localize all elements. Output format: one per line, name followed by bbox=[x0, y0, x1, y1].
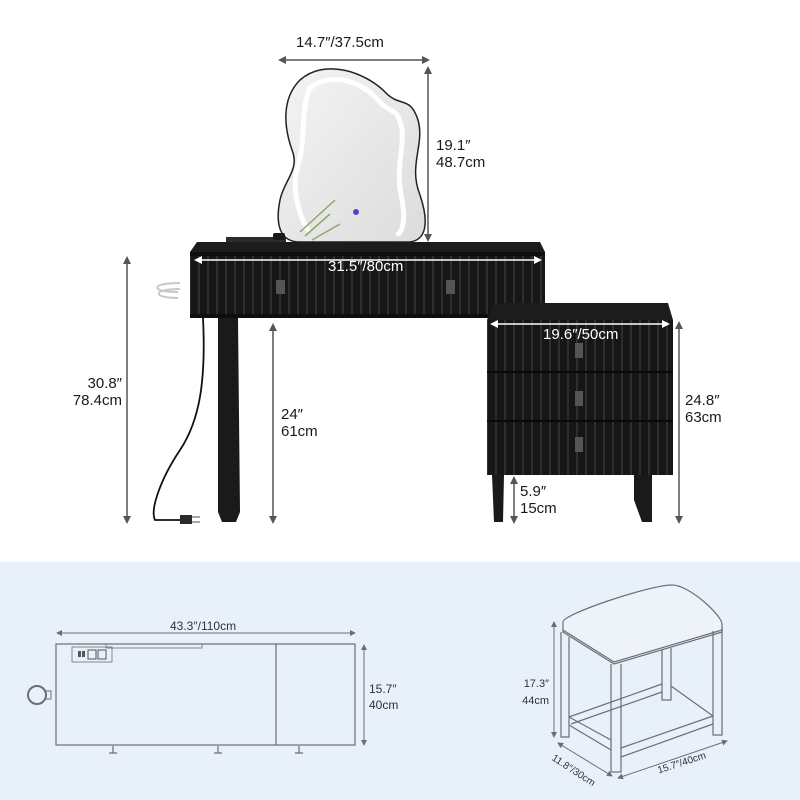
cabinet-height-label: 24.8″ 63cm bbox=[685, 392, 722, 426]
led-mirror bbox=[277, 68, 426, 243]
leg-height-inches: 24″ bbox=[281, 406, 303, 423]
hook-icon bbox=[27, 685, 47, 705]
clearance-inches: 5.9″ bbox=[520, 483, 547, 500]
leg-height-label: 24″ 61cm bbox=[281, 406, 318, 440]
stool-height-inches: 17.3″ bbox=[523, 678, 549, 690]
mirror-height-inches: 19.1″ bbox=[436, 137, 471, 154]
stool-height-cm: 44cm bbox=[522, 695, 549, 707]
drawer-handle bbox=[575, 437, 583, 452]
total-height-inches: 30.8″ bbox=[87, 375, 122, 392]
touch-sensor-icon bbox=[353, 209, 359, 215]
vanity-desk bbox=[152, 233, 545, 524]
leg-height-cm: 61cm bbox=[281, 423, 318, 440]
total-height-label: 30.8″ 78.4cm bbox=[70, 375, 122, 409]
top-view-depth-inches: 15.7″ bbox=[369, 682, 397, 696]
mirror-height-cm: 48.7cm bbox=[436, 154, 486, 171]
mirror-width-label: 14.7″/37.5cm bbox=[296, 34, 384, 51]
cabinet-width-label: 19.6″/50cm bbox=[543, 326, 619, 343]
cabinet-height-inches: 24.8″ bbox=[685, 392, 720, 409]
top-view-depth-label: 15.7″ 40cm bbox=[369, 681, 398, 713]
desk-width-label: 31.5″/80cm bbox=[328, 258, 404, 275]
side-cabinet bbox=[487, 303, 673, 522]
stool-height-label: 17.3″ 44cm bbox=[515, 676, 549, 710]
total-height-cm: 78.4cm bbox=[72, 392, 122, 409]
power-strip-icon bbox=[71, 646, 113, 663]
drawer-handle bbox=[276, 280, 285, 294]
clearance-label: 5.9″ 15cm bbox=[520, 483, 557, 517]
cabinet-height-cm: 63cm bbox=[685, 409, 722, 426]
mirror-height-label: 19.1″ 48.7cm bbox=[436, 137, 485, 171]
top-view-width-label: 43.3″/110cm bbox=[170, 619, 237, 633]
power-plug-icon bbox=[180, 515, 192, 524]
top-view-depth-cm: 40cm bbox=[369, 698, 399, 712]
clearance-cm: 15cm bbox=[520, 500, 557, 517]
drawer-handle bbox=[446, 280, 455, 294]
vanity-stool bbox=[551, 584, 728, 780]
top-view-plan bbox=[27, 630, 367, 754]
drawer-handle bbox=[575, 343, 583, 358]
drawer-handle bbox=[575, 391, 583, 406]
